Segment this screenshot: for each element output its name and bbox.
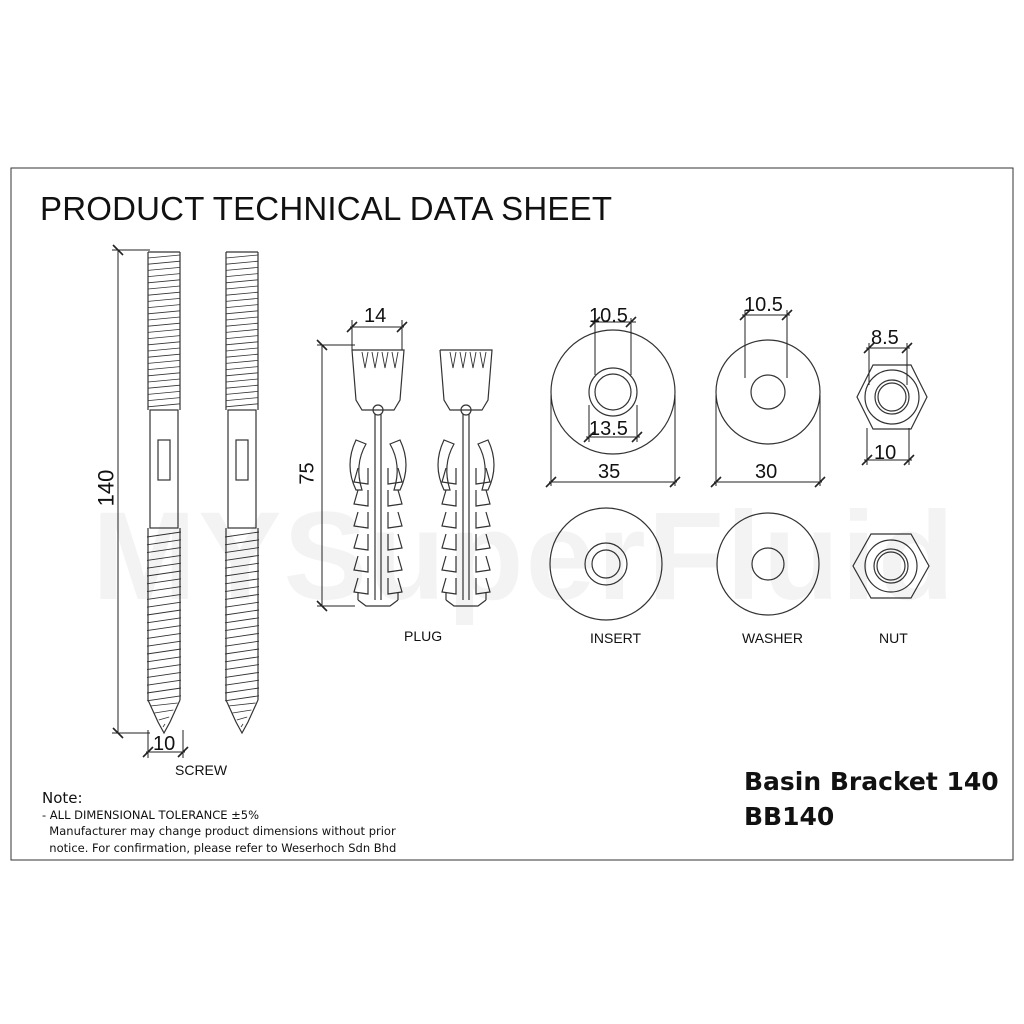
- screw-label: SCREW: [175, 762, 228, 778]
- note-line-2: Manufacturer may change product dimensio…: [42, 824, 396, 838]
- washer-front-view: [716, 512, 820, 616]
- page-title: PRODUCT TECHNICAL DATA SHEET: [40, 190, 613, 227]
- plug-drawing-2: [437, 349, 495, 607]
- insert-side-view: [550, 329, 676, 455]
- plug-width-label: 14: [364, 305, 387, 327]
- watermark: MYSuperFluid: [92, 485, 956, 628]
- plug-width-dimension: [346, 320, 408, 350]
- nut-inner-label: 8.5: [871, 327, 899, 349]
- plug-label: PLUG: [404, 628, 443, 644]
- nut-across-label: 10: [874, 442, 897, 464]
- screw-diameter-label: 10: [153, 733, 176, 755]
- nut-front-view: [852, 533, 930, 599]
- insert-inner-label: 10.5: [589, 305, 628, 327]
- note-line-3: notice. For confirmation, please refer t…: [42, 841, 397, 855]
- insert-mid-label: 13.5: [589, 418, 628, 440]
- washer-dimensions: [710, 309, 826, 488]
- plug-length-label: 75: [296, 462, 319, 485]
- product-code: BB140: [744, 802, 835, 831]
- nut-dimensions: [861, 342, 915, 466]
- plug-drawing-1: [349, 349, 407, 607]
- screw-diameter-dimension: [142, 730, 189, 758]
- nut-side-view: [856, 364, 928, 430]
- insert-dimensions: [545, 316, 681, 488]
- screw-length-dimension: [112, 244, 150, 739]
- note-line-1: - ALL DIMENSIONAL TOLERANCE ±5%: [42, 808, 260, 822]
- washer-label: WASHER: [742, 630, 803, 646]
- product-name: Basin Bracket 140: [744, 767, 999, 796]
- note-heading: Note:: [42, 789, 83, 807]
- plug-length-dimension: [316, 339, 355, 612]
- washer-outer-label: 30: [755, 461, 778, 483]
- screw-drawing-1: [146, 251, 182, 735]
- insert-outer-label: 35: [598, 461, 621, 483]
- insert-front-view: [549, 507, 663, 621]
- screw-drawing-2: [224, 251, 260, 735]
- washer-side-view: [715, 339, 821, 445]
- nut-label: NUT: [879, 630, 908, 646]
- sheet-border: [10, 167, 1014, 861]
- washer-inner-label: 10.5: [744, 294, 783, 316]
- insert-label: INSERT: [590, 630, 642, 646]
- screw-length-label: 140: [93, 469, 119, 507]
